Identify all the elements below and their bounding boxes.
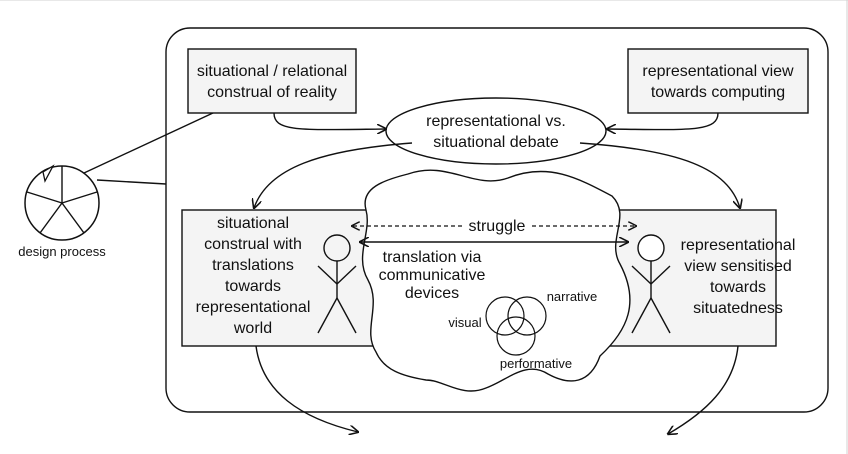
left-panel-text: situational construal with translations … xyxy=(196,215,311,337)
bubble-connector-top xyxy=(83,105,229,174)
right-panel-line-3: towards xyxy=(710,279,766,296)
venn-diagram xyxy=(485,296,547,356)
left-stick-figure xyxy=(317,234,357,334)
left-panel-line-4: towards xyxy=(225,278,281,295)
arrow-debate-to-right xyxy=(579,142,740,208)
left-panel-line-3: translations xyxy=(212,257,294,274)
left-panel-line-2: construal with xyxy=(204,236,302,253)
representational-view-line-2: towards computing xyxy=(651,84,785,101)
arrow-right-box-to-debate xyxy=(607,112,719,130)
translation-line-2: communicative xyxy=(379,267,486,284)
right-panel-text: representational view sensitised towards… xyxy=(681,237,796,317)
representational-view-box: representational view towards computing xyxy=(627,48,809,114)
left-panel-line-1: situational xyxy=(217,215,289,232)
debate-ellipse: representational vs. situational debate xyxy=(385,97,607,165)
situational-relational-box: situational / relational construal of re… xyxy=(187,48,357,114)
left-panel-line-5: representational xyxy=(196,299,311,316)
situational-relational-line-1: situational / relational xyxy=(197,63,347,80)
right-panel-line-1: representational xyxy=(681,237,796,254)
debate-line-1: representational vs. xyxy=(426,113,566,130)
right-panel-line-2: view sensitised xyxy=(684,258,792,275)
struggle-label: struggle xyxy=(469,218,526,235)
situational-relational-line-2: construal of reality xyxy=(207,84,337,101)
arrow-left-out xyxy=(255,345,358,432)
debate-line-2: situational debate xyxy=(433,134,559,151)
visual-label: visual xyxy=(448,315,481,330)
left-panel-line-6: world xyxy=(233,320,272,337)
design-process-icon xyxy=(24,164,100,241)
right-stick-figure xyxy=(631,234,671,334)
design-process-label: design process xyxy=(18,244,106,259)
performative-label: performative xyxy=(500,356,572,371)
translation-line-3: devices xyxy=(405,285,459,302)
arrow-right-out xyxy=(668,345,739,434)
bubble-connector-bottom xyxy=(96,179,167,185)
right-panel-line-4: situatedness xyxy=(693,300,783,317)
arrow-left-box-to-debate xyxy=(273,112,386,130)
narrative-label: narrative xyxy=(547,289,598,304)
translation-line-1: translation via xyxy=(383,249,482,266)
outer-container xyxy=(165,27,829,413)
representational-view-line-1: representational view xyxy=(642,63,794,80)
arrow-debate-to-left xyxy=(254,142,413,208)
